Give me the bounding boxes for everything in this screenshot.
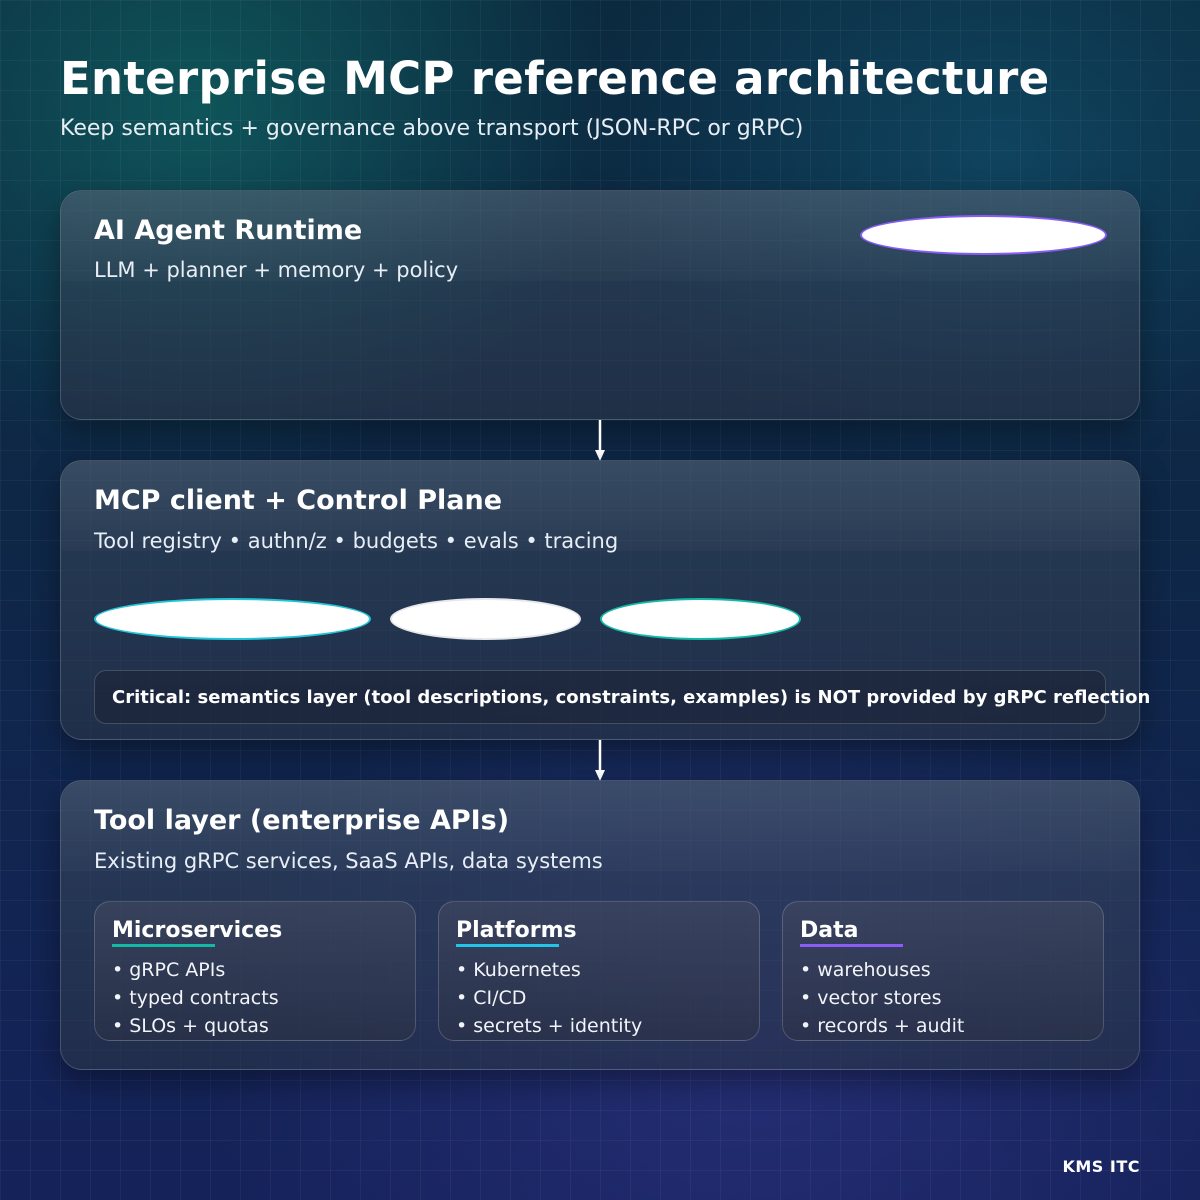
data-card: Data • warehouses • vector stores • reco…: [782, 901, 1104, 1041]
card-list: • Kubernetes • CI/CD • secrets + identit…: [456, 956, 642, 1040]
page-subtitle: Keep semantics + governance above transp…: [60, 116, 804, 141]
platforms-card: Platforms • Kubernetes • CI/CD • secrets…: [438, 901, 760, 1041]
control-plane-pill-3: [600, 598, 801, 640]
card-list: • gRPC APIs • typed contracts • SLOs + q…: [112, 956, 279, 1040]
list-item: • warehouses: [800, 959, 931, 981]
list-item: • secrets + identity: [456, 1015, 643, 1037]
list-item: • gRPC APIs: [112, 959, 226, 981]
tool-layer-panel: Tool layer (enterprise APIs) Existing gR…: [60, 780, 1140, 1070]
card-accent-underline: [112, 944, 215, 947]
card-accent-underline: [800, 944, 903, 947]
arrow-down-icon: [595, 420, 605, 461]
control-plane-panel: MCP client + Control Plane Tool registry…: [60, 460, 1150, 740]
critical-note: Critical: semantics layer (tool descript…: [94, 670, 1150, 724]
control-plane-subtitle: Tool registry • authn/z • budgets • eval…: [94, 529, 619, 553]
control-plane-title: MCP client + Control Plane: [94, 485, 503, 516]
control-plane-pill-1: [94, 598, 371, 640]
agent-runtime-title: AI Agent Runtime: [94, 215, 363, 246]
card-title: Microservices: [112, 918, 283, 943]
brand-mark: KMS ITC: [1062, 1157, 1140, 1176]
card-list: • warehouses • vector stores • records +…: [800, 956, 964, 1040]
list-item: • records + audit: [800, 1015, 965, 1037]
list-item: • CI/CD: [456, 987, 527, 1009]
tool-layer-title: Tool layer (enterprise APIs): [94, 805, 510, 836]
list-item: • vector stores: [800, 987, 942, 1009]
arrow-down-icon: [595, 740, 605, 781]
tool-layer-subtitle: Existing gRPC services, SaaS APIs, data …: [94, 849, 603, 873]
agent-runtime-subtitle: LLM + planner + memory + policy: [94, 258, 459, 282]
list-item: • typed contracts: [112, 987, 279, 1009]
card-accent-underline: [456, 944, 559, 947]
card-title: Platforms: [456, 918, 577, 943]
microservices-card: Microservices • gRPC APIs • typed contra…: [94, 901, 416, 1041]
runtime-badge-pill: [860, 215, 1107, 255]
page-title: Enterprise MCP reference architecture: [60, 52, 1050, 105]
card-title: Data: [800, 918, 859, 943]
agent-runtime-panel: AI Agent Runtime LLM + planner + memory …: [60, 190, 1140, 420]
list-item: • Kubernetes: [456, 959, 581, 981]
control-plane-pill-2: [390, 598, 581, 640]
list-item: • SLOs + quotas: [112, 1015, 269, 1037]
